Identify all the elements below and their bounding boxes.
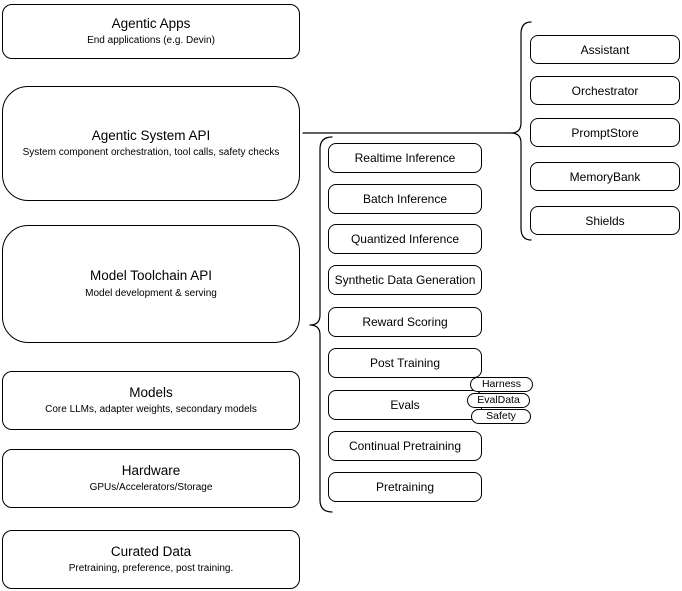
node-model-toolchain-api: Model Toolchain API Model development & …: [2, 225, 300, 343]
node-evals: Evals: [328, 390, 482, 420]
node-label: PromptStore: [571, 125, 639, 140]
tag-evaldata: EvalData: [467, 393, 530, 408]
node-post-training: Post Training: [328, 348, 482, 378]
node-label: Synthetic Data Generation: [334, 273, 476, 287]
node-continual-pretraining: Continual Pretraining: [328, 431, 482, 461]
tag-label: Harness: [481, 378, 522, 391]
node-assistant: Assistant: [530, 35, 680, 64]
node-promptstore: PromptStore: [530, 118, 680, 147]
node-subtitle: GPUs/Accelerators/Storage: [89, 482, 213, 494]
node-title: Models: [129, 384, 173, 400]
system-components-brace: [510, 21, 532, 241]
node-title: Curated Data: [110, 543, 192, 559]
node-label: MemoryBank: [569, 169, 641, 184]
node-label: Quantized Inference: [350, 232, 460, 246]
node-label: Batch Inference: [362, 192, 448, 206]
node-label: Realtime Inference: [354, 151, 456, 165]
node-label: Shields: [585, 213, 625, 228]
node-subtitle: End applications (e.g. Devin): [87, 35, 215, 47]
node-hardware: Hardware GPUs/Accelerators/Storage: [2, 449, 300, 508]
node-shields: Shields: [530, 206, 680, 235]
node-title: Agentic System API: [91, 127, 211, 143]
tag-harness: Harness: [470, 377, 533, 392]
node-models: Models Core LLMs, adapter weights, secon…: [2, 371, 300, 430]
node-orchestrator: Orchestrator: [530, 76, 680, 105]
node-subtitle: Pretraining, preference, post training.: [68, 563, 234, 575]
node-label: Continual Pretraining: [348, 439, 462, 453]
node-curated-data: Curated Data Pretraining, preference, po…: [2, 530, 300, 589]
node-agentic-apps: Agentic Apps End applications (e.g. Devi…: [2, 4, 300, 59]
node-memorybank: MemoryBank: [530, 162, 680, 191]
node-quantized-inference: Quantized Inference: [328, 224, 482, 254]
tag-safety: Safety: [471, 409, 531, 424]
node-label: Orchestrator: [571, 83, 639, 98]
toolchain-brace: [309, 136, 333, 513]
node-pretraining: Pretraining: [328, 472, 482, 502]
node-realtime-inference: Realtime Inference: [328, 143, 482, 173]
node-label: Evals: [390, 398, 420, 412]
node-title: Model Toolchain API: [89, 268, 213, 284]
tag-label: EvalData: [477, 394, 520, 407]
node-label: Reward Scoring: [362, 315, 448, 329]
tag-label: Safety: [486, 410, 516, 423]
node-title: Agentic Apps: [111, 15, 191, 31]
node-title: Hardware: [121, 462, 181, 478]
node-label: Pretraining: [375, 480, 435, 494]
node-label: Assistant: [580, 42, 630, 57]
node-synthetic-data-generation: Synthetic Data Generation: [328, 265, 482, 295]
node-agentic-system-api: Agentic System API System component orch…: [2, 86, 300, 201]
node-subtitle: System component orchestration, tool cal…: [22, 147, 280, 159]
node-reward-scoring: Reward Scoring: [328, 307, 482, 337]
node-subtitle: Model development & serving: [85, 287, 217, 299]
node-label: Post Training: [369, 356, 441, 370]
node-batch-inference: Batch Inference: [328, 184, 482, 214]
node-subtitle: Core LLMs, adapter weights, secondary mo…: [45, 404, 257, 416]
